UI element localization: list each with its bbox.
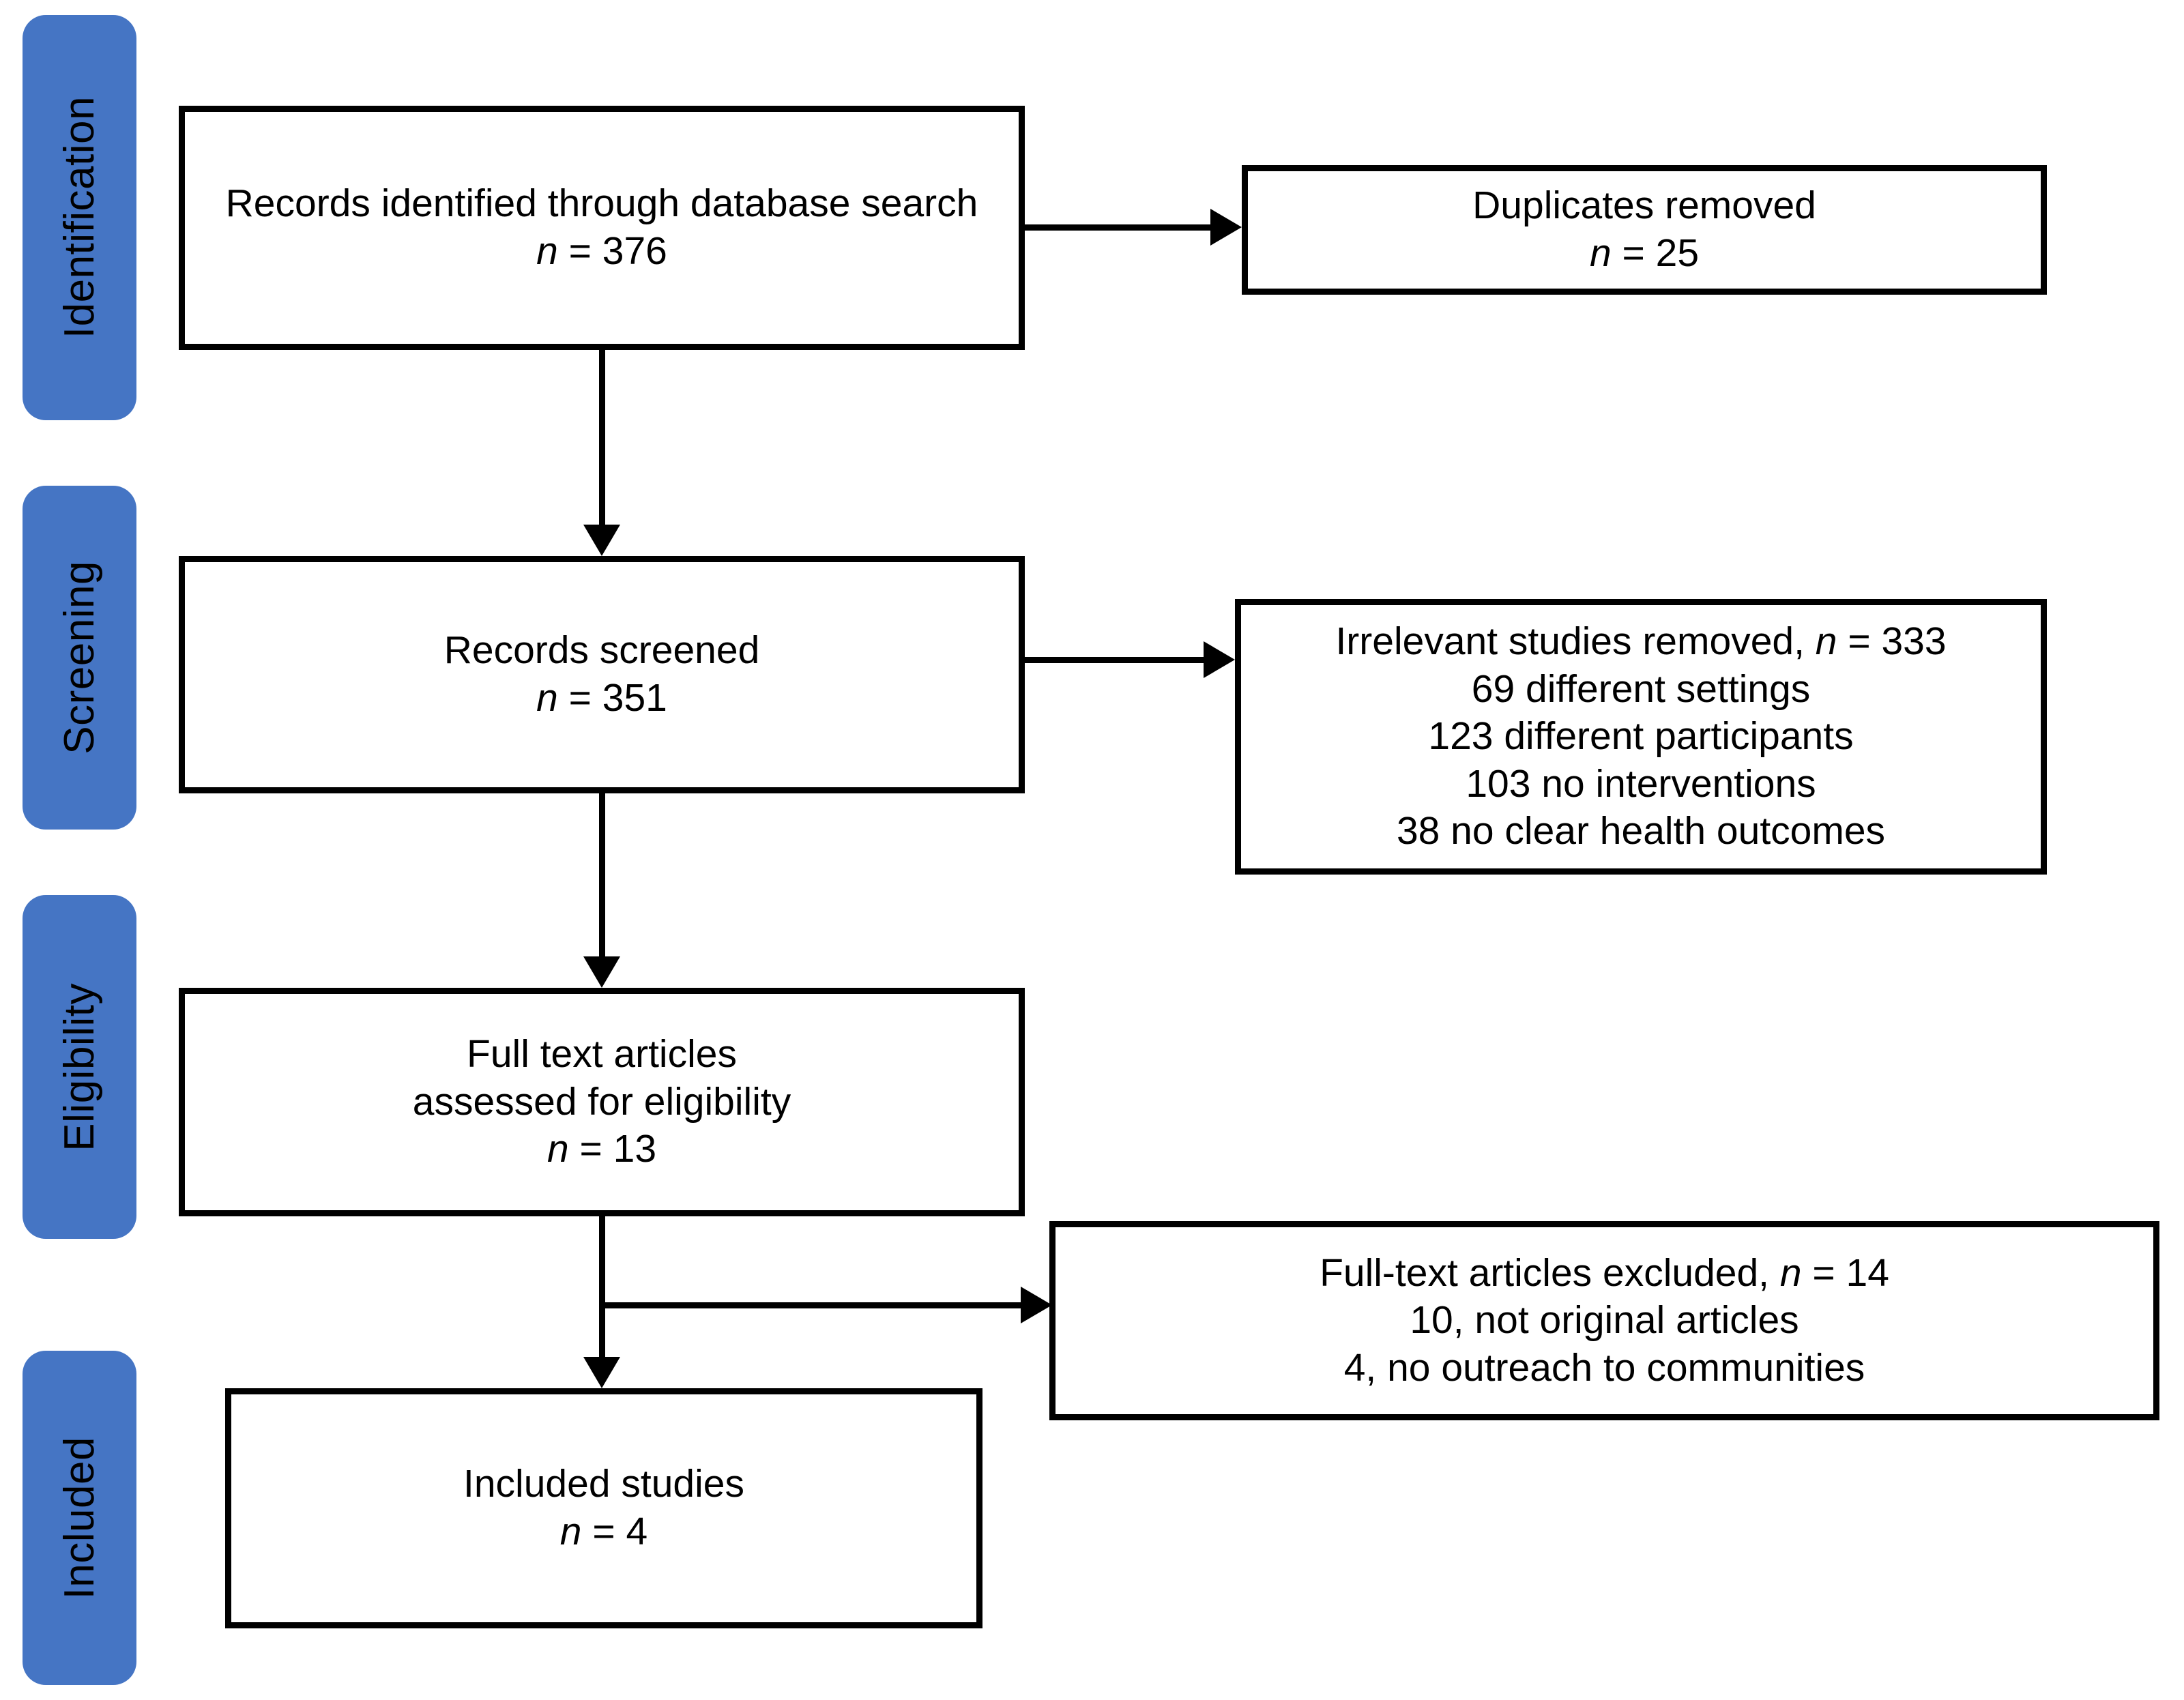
full-text-assessed-line2: assessed for eligibility xyxy=(412,1079,791,1124)
connector-screened-to-fulltext xyxy=(599,793,605,956)
arrowhead-fulltext-to-included xyxy=(583,1357,620,1388)
irrelevant-reason-1: 69 different settings xyxy=(1471,666,1811,711)
box-records-identified-text: Records identified through database sear… xyxy=(214,180,991,275)
n-symbol: n xyxy=(547,1127,569,1171)
n-value: = 351 xyxy=(557,676,667,720)
n-symbol: n xyxy=(1779,1250,1802,1295)
box-records-screened: Records screened n = 351 xyxy=(179,556,1025,793)
n-value: = 25 xyxy=(1611,231,1700,275)
n-value: = 13 xyxy=(568,1127,657,1171)
full-text-assessed-count: n = 13 xyxy=(413,1126,791,1173)
irrelevant-reason-4: 38 no clear health outcomes xyxy=(1396,809,1886,853)
arrowhead-identified-to-screened xyxy=(583,525,620,556)
n-symbol: n xyxy=(536,229,558,273)
box-records-identified: Records identified through database sear… xyxy=(179,106,1025,350)
box-full-text-excluded: Full-text articles excluded, n = 14 10, … xyxy=(1049,1221,2159,1420)
box-full-text-assessed: Full text articles assessed for eligibil… xyxy=(179,988,1025,1216)
stage-label-identification: Identification xyxy=(55,96,103,339)
full-text-assessed-line1: Full text articles xyxy=(467,1032,737,1076)
n-symbol: n xyxy=(1589,231,1612,275)
connector-screened-to-irrelevant xyxy=(1025,657,1204,663)
connector-fulltext-to-excluded xyxy=(602,1302,1021,1308)
box-full-text-assessed-text: Full text articles assessed for eligibil… xyxy=(401,1031,803,1173)
n-symbol: n xyxy=(1815,619,1837,664)
n-value: = 4 xyxy=(581,1510,648,1553)
duplicates-removed-title: Duplicates removed xyxy=(1472,184,1816,228)
box-included-studies-text: Included studies n = 4 xyxy=(451,1461,757,1555)
stage-band-identification: Identification xyxy=(23,15,136,420)
included-studies-title: Included studies xyxy=(463,1462,744,1506)
box-irrelevant-removed-text: Irrelevant studies removed, n = 333 69 d… xyxy=(1323,618,1958,855)
arrowhead-screened-to-irrelevant xyxy=(1204,641,1235,678)
stage-band-eligibility: Eligibility xyxy=(23,895,136,1239)
box-records-screened-text: Records screened n = 351 xyxy=(432,627,772,722)
irrelevant-removed-heading: Irrelevant studies removed, n = 333 xyxy=(1335,618,1946,666)
records-identified-count: n = 376 xyxy=(226,228,978,276)
stage-band-screening: Screening xyxy=(23,486,136,830)
box-irrelevant-removed: Irrelevant studies removed, n = 333 69 d… xyxy=(1235,599,2047,875)
arrowhead-identified-to-duplicates xyxy=(1210,209,1242,246)
irrelevant-reason-2: 123 different participants xyxy=(1428,714,1854,759)
n-value: = 14 xyxy=(1801,1250,1889,1295)
irrelevant-reason-3: 103 no interventions xyxy=(1466,761,1816,806)
n-symbol: n xyxy=(536,676,558,720)
duplicates-removed-count: n = 25 xyxy=(1472,230,1816,278)
irrelevant-removed-heading-pre: Irrelevant studies removed, xyxy=(1335,619,1816,664)
connector-fulltext-to-included xyxy=(599,1216,605,1357)
n-symbol: n xyxy=(559,1510,582,1553)
stage-band-included: Included xyxy=(23,1351,136,1685)
connector-identified-to-duplicates xyxy=(1025,224,1210,231)
box-full-text-excluded-text: Full-text articles excluded, n = 14 10, … xyxy=(1307,1250,1902,1392)
stage-label-eligibility: Eligibility xyxy=(55,982,103,1152)
connector-identified-to-screened xyxy=(599,350,605,525)
records-screened-title: Records screened xyxy=(443,628,760,673)
full-text-excluded-reason-1: 10, not original articles xyxy=(1410,1298,1799,1343)
full-text-excluded-heading-pre: Full-text articles excluded, xyxy=(1320,1250,1780,1295)
n-value: = 333 xyxy=(1837,619,1947,664)
arrowhead-screened-to-fulltext xyxy=(583,956,620,988)
arrowhead-fulltext-to-excluded xyxy=(1021,1287,1052,1323)
box-included-studies: Included studies n = 4 xyxy=(225,1388,982,1628)
n-value: = 376 xyxy=(557,229,667,273)
records-identified-title: Records identified through database sear… xyxy=(225,181,978,226)
box-duplicates-removed: Duplicates removed n = 25 xyxy=(1242,165,2047,295)
full-text-excluded-reason-2: 4, no outreach to communities xyxy=(1343,1345,1865,1390)
stage-label-included: Included xyxy=(55,1436,103,1600)
records-screened-count: n = 351 xyxy=(444,675,760,722)
full-text-excluded-heading: Full-text articles excluded, n = 14 xyxy=(1320,1250,1889,1298)
included-studies-count: n = 4 xyxy=(463,1508,744,1556)
stage-label-screening: Screening xyxy=(55,561,103,754)
box-duplicates-removed-text: Duplicates removed n = 25 xyxy=(1460,182,1829,277)
